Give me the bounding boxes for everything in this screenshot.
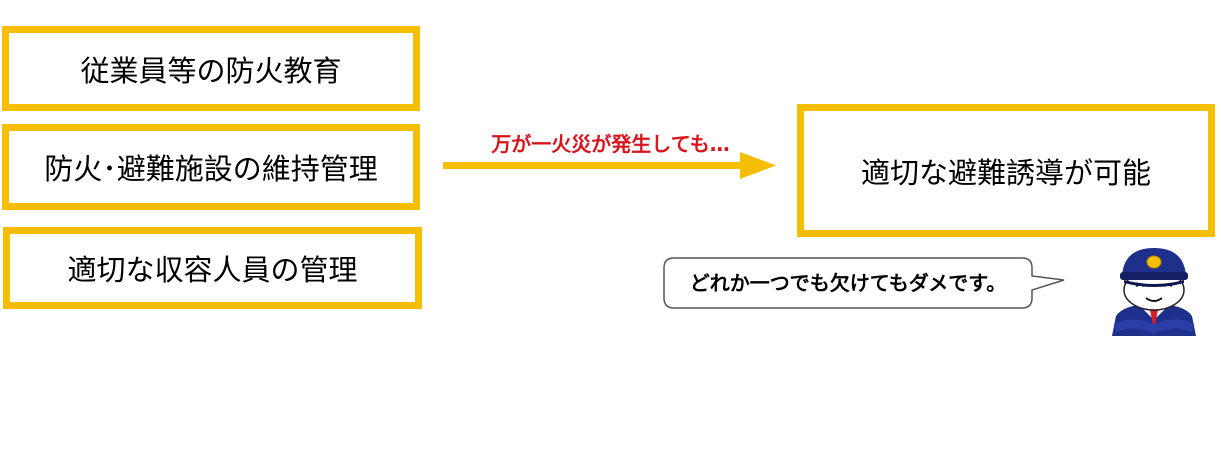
speech-bubble [663,257,1065,309]
requirement-label: 防火･避難施設の維持管理 [44,152,378,186]
requirement-box-occupancy-management: 適切な収容人員の管理 [3,227,422,309]
requirement-box-facility-maintenance: 防火･避難施設の維持管理 [2,124,420,210]
arrow-label: 万が一火災が発生しても… [491,132,730,156]
result-box: 適切な避難誘導が可能 [797,104,1215,237]
requirement-box-fire-education: 従業員等の防火教育 [2,26,420,111]
speech-bubble-text: どれか一つでも欠けてもダメです。 [689,270,1007,295]
right-arrow-icon [443,152,776,179]
requirement-label: 適切な収容人員の管理 [67,253,358,287]
security-guard-icon [1112,248,1196,336]
requirement-label: 従業員等の防火教育 [80,53,342,88]
result-label: 適切な避難誘導が可能 [860,155,1151,190]
